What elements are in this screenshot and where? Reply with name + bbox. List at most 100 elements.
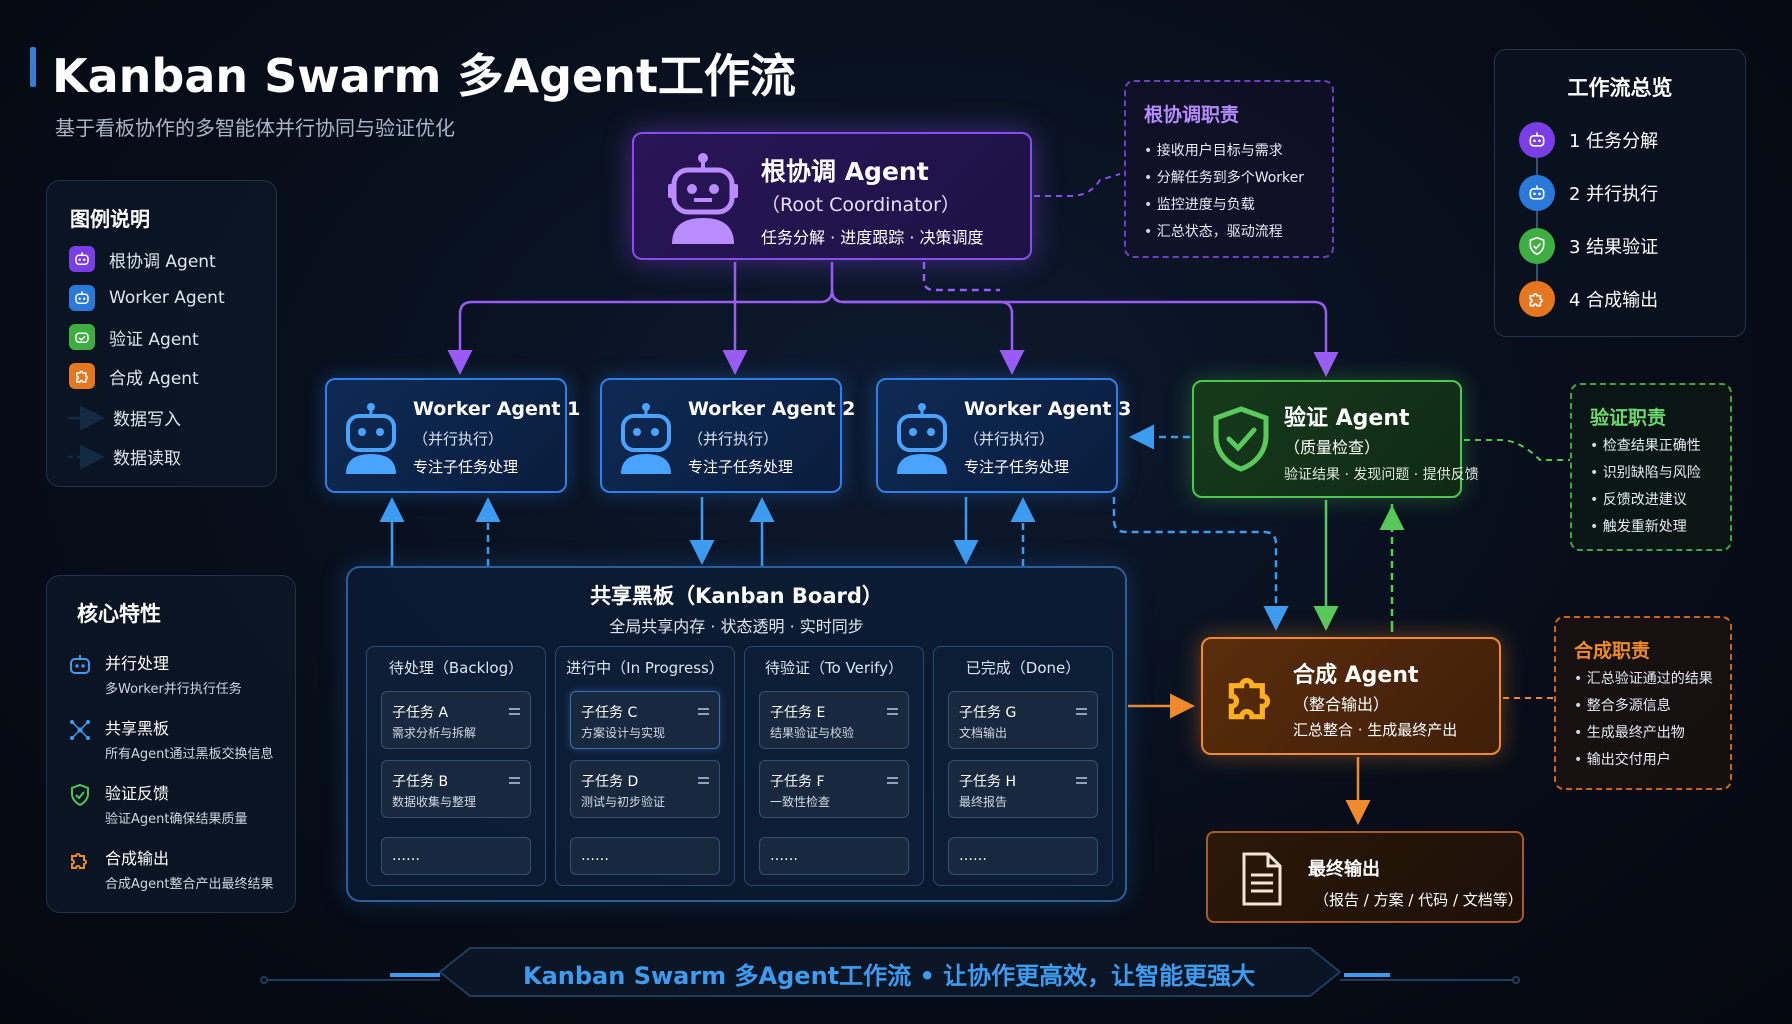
drag-handle-icon[interactable] <box>1076 708 1087 715</box>
title-accent-bar <box>30 47 36 87</box>
verify-subtitle: （质量检查） <box>1284 438 1381 457</box>
more-label: …… <box>959 848 987 864</box>
synth-agent-node: 合成 Agent （整合输出） 汇总整合 · 生成最终产出 <box>1201 637 1501 755</box>
legend-item-write: 数据写入 <box>113 405 181 430</box>
footer-frame <box>260 947 1520 997</box>
task-name: 子任务 A <box>392 705 449 721</box>
task-name: 子任务 E <box>770 705 826 721</box>
puzzle-icon <box>1221 665 1283 731</box>
task-desc: 文档输出 <box>959 726 1008 740</box>
synth-desc: 汇总整合 · 生成最终产出 <box>1293 721 1458 739</box>
task-name: 子任务 B <box>392 774 449 790</box>
task-name: 子任务 D <box>581 774 639 790</box>
core-item-desc: 合成Agent整合产出最终结果 <box>105 877 274 892</box>
footer-slogan: Kanban Swarm 多Agent工作流 • 让协作更高效，让智能更强大 <box>523 962 1256 990</box>
robot-icon <box>69 246 95 272</box>
synth-title: 合成 Agent <box>1293 663 1419 688</box>
legend-label: Worker Agent <box>109 288 225 308</box>
task-card[interactable]: 子任务 C 方案设计与实现 <box>570 691 720 749</box>
legend-item-root: 根协调 Agent <box>69 246 216 272</box>
core-item-desc: 多Worker并行执行任务 <box>105 682 242 697</box>
legend-label: 合成 Agent <box>109 368 199 389</box>
task-desc: 方案设计与实现 <box>581 726 666 740</box>
shield-check-icon <box>67 782 93 808</box>
task-card[interactable]: 子任务 G 文档输出 <box>948 691 1098 749</box>
worker-subtitle: （并行执行） <box>413 430 504 448</box>
core-item-blackboard: 共享黑板所有Agent通过黑板交换信息 <box>67 715 273 762</box>
robot-icon <box>1519 122 1555 158</box>
drag-handle-icon[interactable] <box>887 777 898 784</box>
drag-handle-icon[interactable] <box>887 708 898 715</box>
task-card[interactable]: 子任务 A 需求分析与拆解 <box>381 691 531 749</box>
overview-step-label: 1 任务分解 <box>1569 131 1659 152</box>
legend-item-worker: Worker Agent <box>69 285 225 311</box>
root-duties-title: 根协调职责 <box>1144 104 1240 126</box>
drag-handle-icon[interactable] <box>509 708 520 715</box>
task-card-more[interactable]: …… <box>948 837 1098 875</box>
task-name: 子任务 G <box>959 705 1017 721</box>
core-item-parallel: 并行处理多Worker并行执行任务 <box>67 650 242 697</box>
core-item-title: 共享黑板 <box>105 719 170 738</box>
task-card-more[interactable]: …… <box>759 837 909 875</box>
synth-duty-item: 整合多源信息 <box>1574 693 1713 720</box>
root-duty-item: 分解任务到多个Worker <box>1144 165 1304 192</box>
core-title: 核心特性 <box>77 602 161 626</box>
kanban-board: 共享黑板（Kanban Board） 全局共享内存 · 状态透明 · 实时同步 … <box>346 566 1127 902</box>
legend-item-synth: 合成 Agent <box>69 363 199 389</box>
drag-handle-icon[interactable] <box>698 708 709 715</box>
workflow-overview-panel: 工作流总览 1 任务分解 2 并行执行 3 结果验证 4 合成输出 <box>1494 49 1746 337</box>
core-features-panel: 核心特性 并行处理多Worker并行执行任务 共享黑板所有Agent通过黑板交换… <box>46 575 296 913</box>
task-desc: 一致性检查 <box>770 795 831 809</box>
puzzle-icon <box>1519 281 1555 317</box>
task-card-more[interactable]: …… <box>381 837 531 875</box>
task-desc: 结果验证与校验 <box>770 726 855 740</box>
verify-desc: 验证结果 · 发现问题 · 提供反馈 <box>1284 467 1479 483</box>
core-item-title: 并行处理 <box>105 654 170 673</box>
robot-icon <box>618 402 674 478</box>
verify-duty-item: 识别缺陷与风险 <box>1590 460 1701 487</box>
worker-title: Worker Agent 1 <box>413 398 581 420</box>
task-desc: 需求分析与拆解 <box>392 726 477 740</box>
root-title: 根协调 Agent <box>761 157 929 186</box>
overview-step-label: 3 结果验证 <box>1569 237 1659 258</box>
worker-desc: 专注子任务处理 <box>964 458 1070 476</box>
verify-agent-node: 验证 Agent （质量检查） 验证结果 · 发现问题 · 提供反馈 <box>1192 380 1479 498</box>
overview-step-3: 3 结果验证 <box>1519 228 1658 264</box>
column-header: 待处理（Backlog） <box>388 659 524 677</box>
root-dispatch-arrows <box>447 262 1339 377</box>
shield-check-icon <box>1212 406 1270 476</box>
root-duty-item: 汇总状态，驱动流程 <box>1144 219 1304 246</box>
drag-handle-icon[interactable] <box>698 777 709 784</box>
more-label: …… <box>770 848 798 864</box>
legend-item-verify: 验证 Agent <box>69 324 199 350</box>
drag-handle-icon[interactable] <box>509 777 520 784</box>
task-card[interactable]: 子任务 E 结果验证与校验 <box>759 691 909 749</box>
drag-handle-icon[interactable] <box>1076 777 1087 784</box>
task-card-more[interactable]: …… <box>570 837 720 875</box>
core-item-verify: 验证反馈验证Agent确保结果质量 <box>67 780 247 827</box>
root-duty-item: 接收用户目标与需求 <box>1144 138 1304 165</box>
verify-duty-item: 反馈改进建议 <box>1590 487 1701 514</box>
legend-label: 验证 Agent <box>109 329 199 350</box>
core-item-title: 验证反馈 <box>105 784 170 803</box>
legend-item-read: 数据读取 <box>113 444 181 469</box>
task-desc: 最终报告 <box>959 795 1008 809</box>
overview-step-label: 2 并行执行 <box>1569 184 1659 205</box>
synth-duty-item: 生成最终产出物 <box>1574 720 1713 747</box>
overview-step-2: 2 并行执行 <box>1519 175 1658 211</box>
robot-icon <box>67 652 93 678</box>
task-name: 子任务 C <box>581 705 638 721</box>
overview-step-1: 1 任务分解 <box>1519 122 1658 158</box>
worker-title: Worker Agent 2 <box>688 398 856 420</box>
network-icon <box>67 717 93 743</box>
synth-duties-note: 合成职责 汇总验证通过的结果 整合多源信息 生成最终产出物 输出交付用户 <box>1554 616 1732 790</box>
synth-subtitle: （整合输出） <box>1293 695 1390 714</box>
column-header: 已完成（Done） <box>965 659 1081 677</box>
robot-icon <box>1519 175 1555 211</box>
